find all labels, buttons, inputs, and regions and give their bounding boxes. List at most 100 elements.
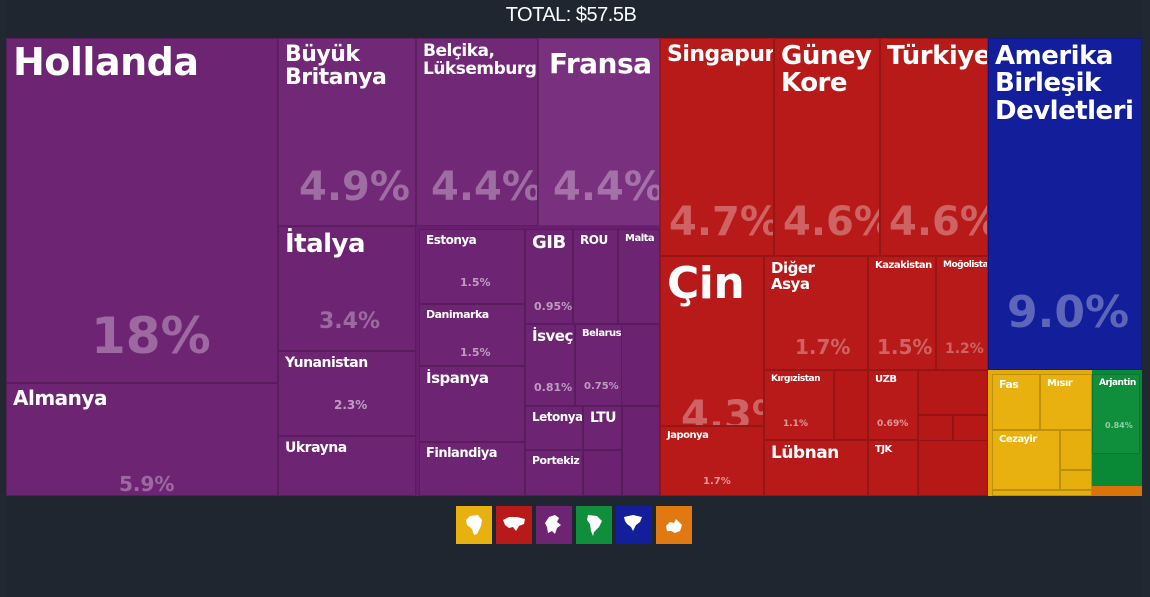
legend-asia-button[interactable] [496,506,532,544]
tile-finlandiya[interactable]: Finlandiya [419,442,525,496]
tile-share: 4.7% [669,199,774,245]
region-block-oceania [1092,486,1142,496]
asia-icon [503,517,525,531]
tile-label: Amerika Birleşik Devletleri [995,41,1134,126]
tile-tjk[interactable]: TJK [868,440,918,496]
tile-label: Singapur [667,42,774,67]
tile-label: Cezayir [999,434,1037,445]
africa-icon [466,515,482,535]
legend-north-america-button[interactable] [616,506,652,544]
tile-gib[interactable]: GIB 0.95% [525,229,573,324]
tile-lubnan[interactable]: Lübnan [764,440,868,496]
tile-label: Belçika, Lüksemburg [423,41,537,79]
minor-country-tile[interactable] [918,440,988,496]
tile-label: İtalya [285,229,366,259]
tile-guney-kore[interactable]: Güney Kore 4.6% [774,38,880,256]
tile-label: Belarus [582,328,622,339]
tile-malta[interactable]: Malta [618,229,660,324]
minor-country-tile[interactable] [992,490,1092,496]
tile-label: Danimarka [426,308,489,321]
tile-share: 0.84% [1105,421,1133,430]
tile-label: Mısır [1047,378,1073,389]
tile-label: İspanya [426,369,489,387]
tile-fas[interactable]: Fas [992,374,1040,430]
tile-share: 1.7% [795,335,851,359]
tile-share: 4.6% [889,199,987,245]
legend-africa-button[interactable] [456,506,492,544]
tile-label: Letonya [532,410,583,424]
tile-label: Türkiye [887,41,988,71]
tile-share: 0.81% [534,381,573,394]
tile-share: 9.0% [1007,287,1130,338]
tile-amerika-birlesik-devletleri[interactable]: Amerika Birleşik Devletleri 9.0% [988,38,1142,370]
minor-country-tile[interactable] [918,370,988,415]
tile-ukrayna[interactable]: Ukrayna [278,436,416,496]
tile-label: Kazakistan [875,260,932,271]
tile-label: ROU [580,233,608,247]
tile-share: 0.75% [584,381,619,392]
tile-label: Ukrayna [285,440,347,456]
tile-isvec[interactable]: İsveç 0.81% [525,324,575,406]
tile-label: Finlandiya [426,446,498,461]
tile-label: GIB [532,232,566,253]
tile-ltu[interactable]: LTU [583,406,622,450]
legend-oceania-button[interactable] [656,506,692,544]
total-label: TOTAL: $57.5B [505,4,637,26]
north-america-icon [624,515,642,531]
tile-label: TJK [875,444,892,455]
legend-europe-button[interactable] [536,506,572,544]
tile-cezayir[interactable]: Cezayir [992,430,1060,490]
tile-label: Estonya [426,233,477,247]
oceania-icon [666,519,682,533]
tile-label: Lübnan [771,443,839,463]
tile-rou[interactable]: ROU [573,229,618,324]
tile-ispanya[interactable]: İspanya [419,366,525,442]
legend-south-america-button[interactable] [576,506,612,544]
minor-country-tile[interactable] [618,324,660,406]
tile-italya[interactable]: İtalya 3.4% [278,226,416,351]
europe-icon [545,515,561,534]
tile-share: 4.6% [783,199,879,245]
minor-country-tile[interactable] [622,406,660,496]
tile-label: Çin [667,258,745,309]
minor-country-tile[interactable] [1060,470,1092,490]
tile-belarus[interactable]: Belarus 0.75% [575,324,622,406]
tile-misir[interactable]: Mısır [1040,374,1092,430]
tile-label: Kırgızistan [771,374,821,384]
tile-share: 1.1% [783,419,808,429]
tile-estonya[interactable]: Estonya 1.5% [419,229,525,304]
tile-share: 0.69% [877,419,909,429]
tile-share: 1.5% [460,276,491,289]
tile-share: 4.3% [681,393,763,426]
tile-portekiz[interactable]: Portekiz [525,450,583,496]
tile-turkiye[interactable]: Türkiye 4.6% [880,38,988,256]
tile-share: 3.4% [319,309,381,334]
region-legend [456,506,692,544]
tile-singapur[interactable]: Singapur 4.7% [660,38,774,256]
minor-country-tile[interactable] [1060,430,1092,470]
tile-label: Portekiz [532,454,580,467]
tile-mogolistan[interactable]: Moğolistan1.2% [936,256,988,370]
tile-share: 0.95% [534,300,573,313]
tile-label: İsveç [532,327,573,345]
tile-kirgizistan[interactable]: Kırgızistan 1.1% [764,370,834,440]
tile-cin[interactable]: Çin 4.3% [660,256,764,426]
tile-letonya[interactable]: Letonya [525,406,583,450]
minor-country-tile[interactable] [583,450,622,496]
minor-country-tile[interactable] [834,370,868,440]
tile-share: 4.9% [299,164,410,210]
tile-label: Güney Kore [781,41,872,99]
